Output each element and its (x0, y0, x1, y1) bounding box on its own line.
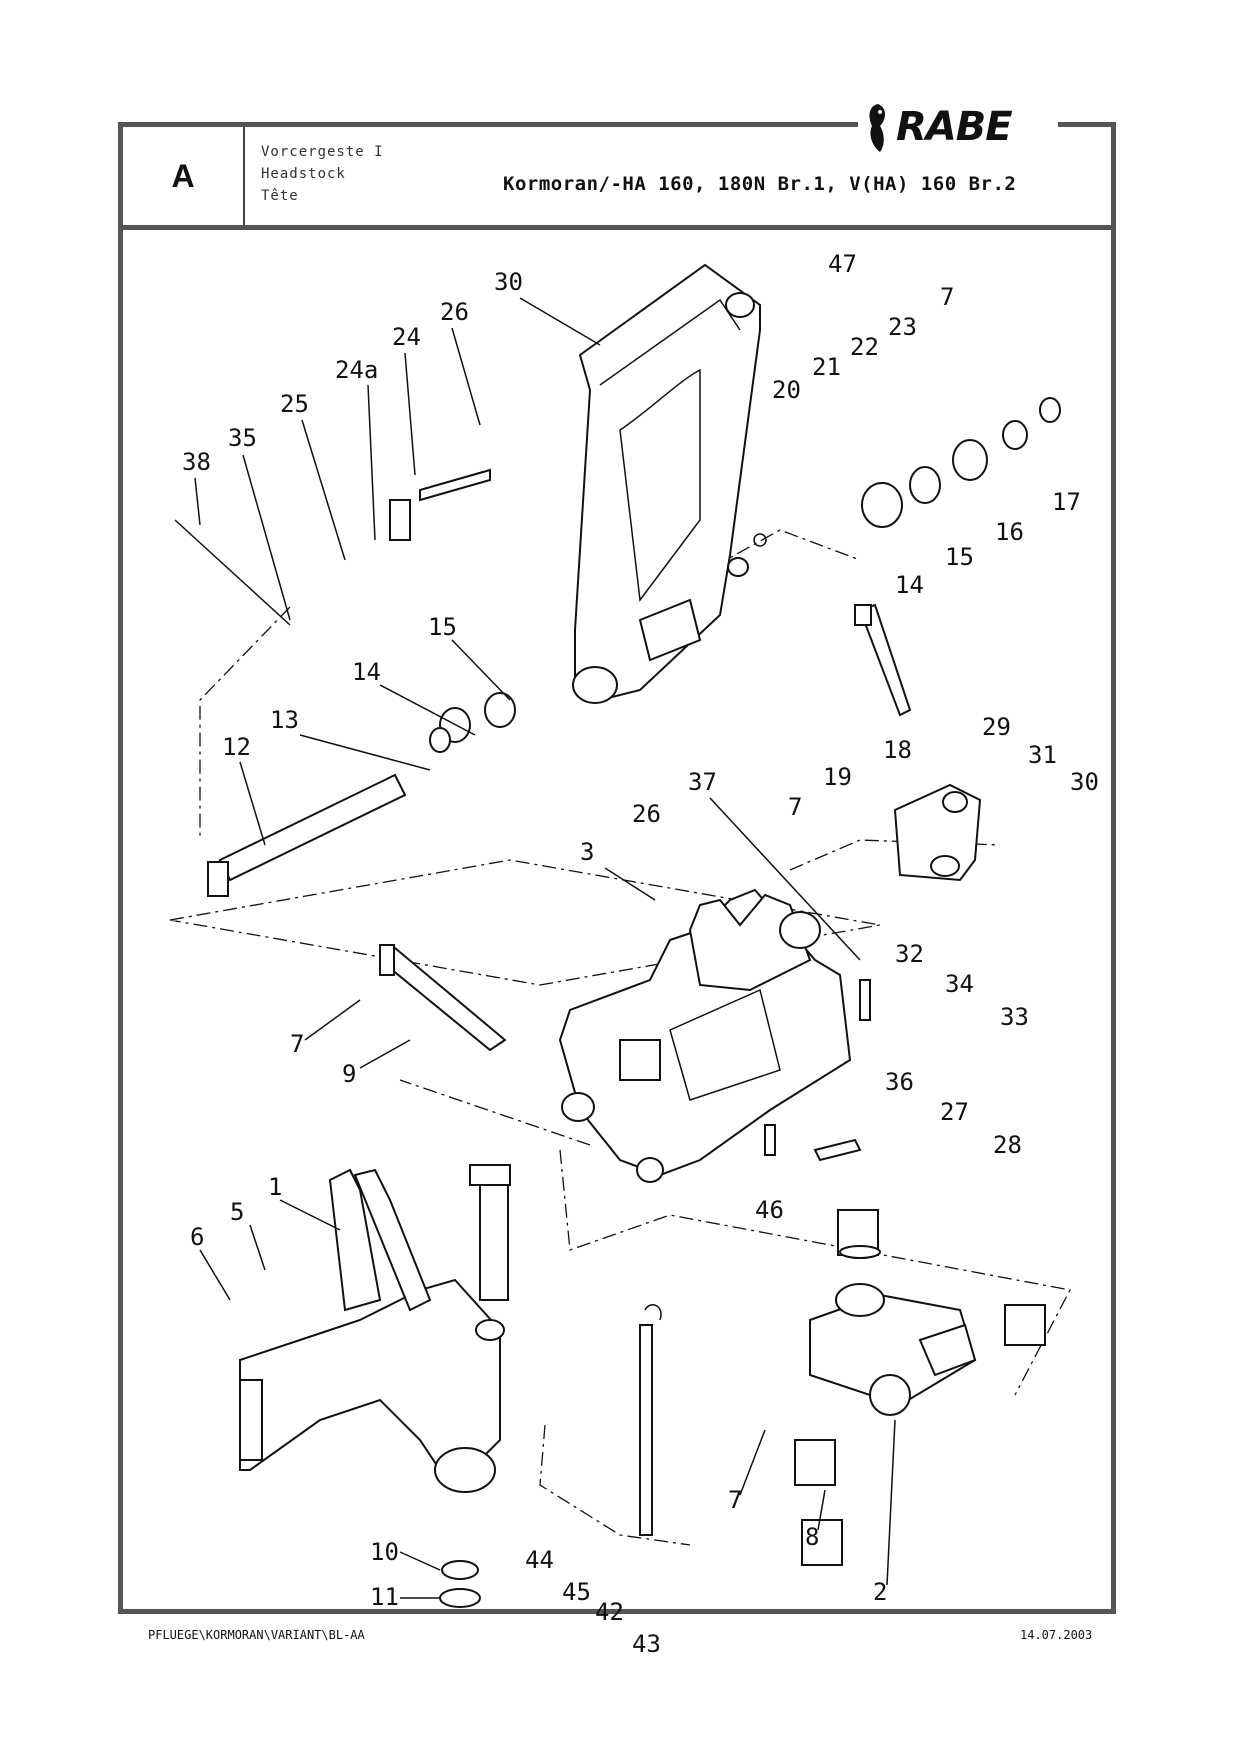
part-label-46: 46 (755, 1196, 784, 1224)
part-label-30: 29 (982, 713, 1011, 741)
part-label-7-bottom: 7 (728, 1486, 742, 1514)
part-label-34: 33 (1000, 1003, 1029, 1031)
part-label-33: 32 (895, 940, 924, 968)
part-label-7-mid: 7 (788, 793, 802, 821)
part-label-35: 34 (945, 970, 974, 998)
part-label-1: 1 (268, 1173, 282, 1201)
part-label-36: 35 (228, 424, 257, 452)
part-label-24: 24 (392, 323, 421, 351)
part-label-3: 3 (580, 838, 594, 866)
part-labels: 30 47 7 23 22 21 20 26 24 24a 25 35 38 1… (182, 250, 1099, 1658)
part-label-32: 31 (1028, 741, 1057, 769)
part-label-8: 8 (805, 1523, 819, 1551)
part-label-19: 19 (823, 763, 852, 791)
part-label-14-left: 14 (352, 658, 381, 686)
brand-logo: RABE (858, 98, 1058, 158)
part-30-bracket (893, 783, 982, 882)
brand-name: RABE (896, 104, 1013, 150)
part-2-crosspiece (809, 1283, 977, 1416)
footer-path: PFLUEGE\KORMORAN\VARIANT\BL-AA (148, 1628, 365, 1642)
part-label-37: 37 (688, 768, 717, 796)
drawing-title: Kormoran/-HA 160, 180N Br.1, V(HA) 160 B… (503, 173, 1017, 195)
part-label-23: 23 (888, 313, 917, 341)
leader-lines (194, 297, 896, 1599)
part-label-21: 21 (812, 353, 841, 381)
part-label-13: 13 (270, 706, 299, 734)
part-label-10: 10 (370, 1538, 399, 1566)
part-label-17: 17 (1052, 488, 1081, 516)
part-label-31: 30 (1070, 768, 1099, 796)
part-label-4: 30 (494, 268, 523, 296)
part-label-15-left: 15 (428, 613, 457, 641)
bird-icon (869, 104, 885, 152)
part-label-7-top: 7 (940, 283, 954, 311)
part-label-26-mid: 26 (632, 800, 661, 828)
section-letter: A (123, 127, 245, 225)
part-label-15-right: 15 (945, 543, 974, 571)
name-german: Vorcergeste I (261, 144, 384, 160)
part-4-frame (572, 263, 767, 704)
part-label-29: 36 (885, 1068, 914, 1096)
drawing-frame: A Vorcergeste I Headstock Tête Kormoran/… (118, 122, 1116, 1614)
part-label-45: 45 (562, 1578, 591, 1606)
part-label-12: 12 (222, 733, 251, 761)
part-label-25: 25 (280, 390, 309, 418)
part-label-9: 9 (342, 1060, 356, 1088)
name-english: Headstock (261, 166, 346, 182)
name-french: Tête (261, 188, 299, 204)
part-label-47: 47 (828, 250, 857, 278)
part-label-44: 44 (525, 1546, 554, 1574)
part-label-6: 6 (190, 1223, 204, 1251)
part-label-2: 2 (873, 1578, 887, 1606)
footer-date: 14.07.2003 (1020, 1628, 1093, 1642)
part-label-16: 16 (995, 518, 1024, 546)
part-label-14-right: 14 (895, 571, 924, 599)
assembly-names: Vorcergeste I Headstock Tête (261, 141, 384, 207)
part-label-38: 38 (182, 448, 211, 476)
part-label-43: 43 (632, 1630, 661, 1658)
small-parts (174, 397, 1061, 1608)
part-label-42: 42 (595, 1598, 624, 1626)
part-1-lower-frame (239, 1168, 505, 1493)
part-label-24a: 24a (335, 356, 378, 384)
part-label-7-left: 7 (290, 1030, 304, 1058)
part-label-18: 18 (883, 736, 912, 764)
part-label-28: 28 (993, 1131, 1022, 1159)
part-label-26-top: 26 (440, 298, 469, 326)
part-label-22: 22 (850, 333, 879, 361)
part-label-20: 20 (772, 376, 801, 404)
title-block: A Vorcergeste I Headstock Tête Kormoran/… (123, 127, 1111, 230)
part-label-5: 5 (230, 1198, 244, 1226)
part-label-11: 11 (370, 1583, 399, 1611)
part-3-headstock (558, 888, 871, 1183)
part-label-27: 27 (940, 1098, 969, 1126)
